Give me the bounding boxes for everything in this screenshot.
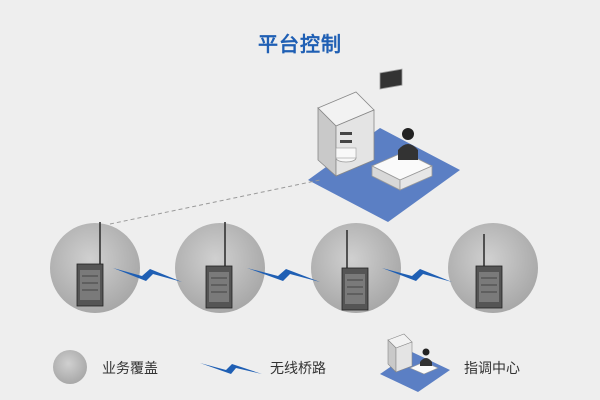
radio-transceiver-icon — [475, 234, 503, 309]
wireless-bridge-bolt-icon — [382, 268, 452, 282]
operator-head-icon — [402, 128, 414, 140]
radio-transceiver-icon — [205, 222, 233, 309]
wireless-bridge-bolt-icon — [247, 268, 320, 282]
legend-center-label: 指调中心 — [464, 361, 520, 377]
legend-dispatch-center-icon — [380, 333, 450, 392]
legend-link-label: 无线桥路 — [270, 361, 326, 377]
legend-coverage-circle-icon — [53, 350, 87, 384]
dispatch-center-icon — [371, 68, 433, 191]
dispatch-center — [308, 68, 460, 222]
radio-transceiver-icon — [341, 230, 369, 311]
control-dashed-link — [109, 179, 321, 225]
server-icon — [317, 91, 375, 177]
operator-body-icon — [398, 144, 418, 160]
diagram-title: 平台控制 — [258, 32, 342, 56]
legend-coverage-label: 业务覆盖 — [102, 361, 158, 377]
wireless-bridge-bolt-icon — [113, 268, 182, 282]
radio-transceiver-icon — [76, 222, 104, 307]
legend-wireless-bridge-bolt-icon — [200, 363, 262, 374]
